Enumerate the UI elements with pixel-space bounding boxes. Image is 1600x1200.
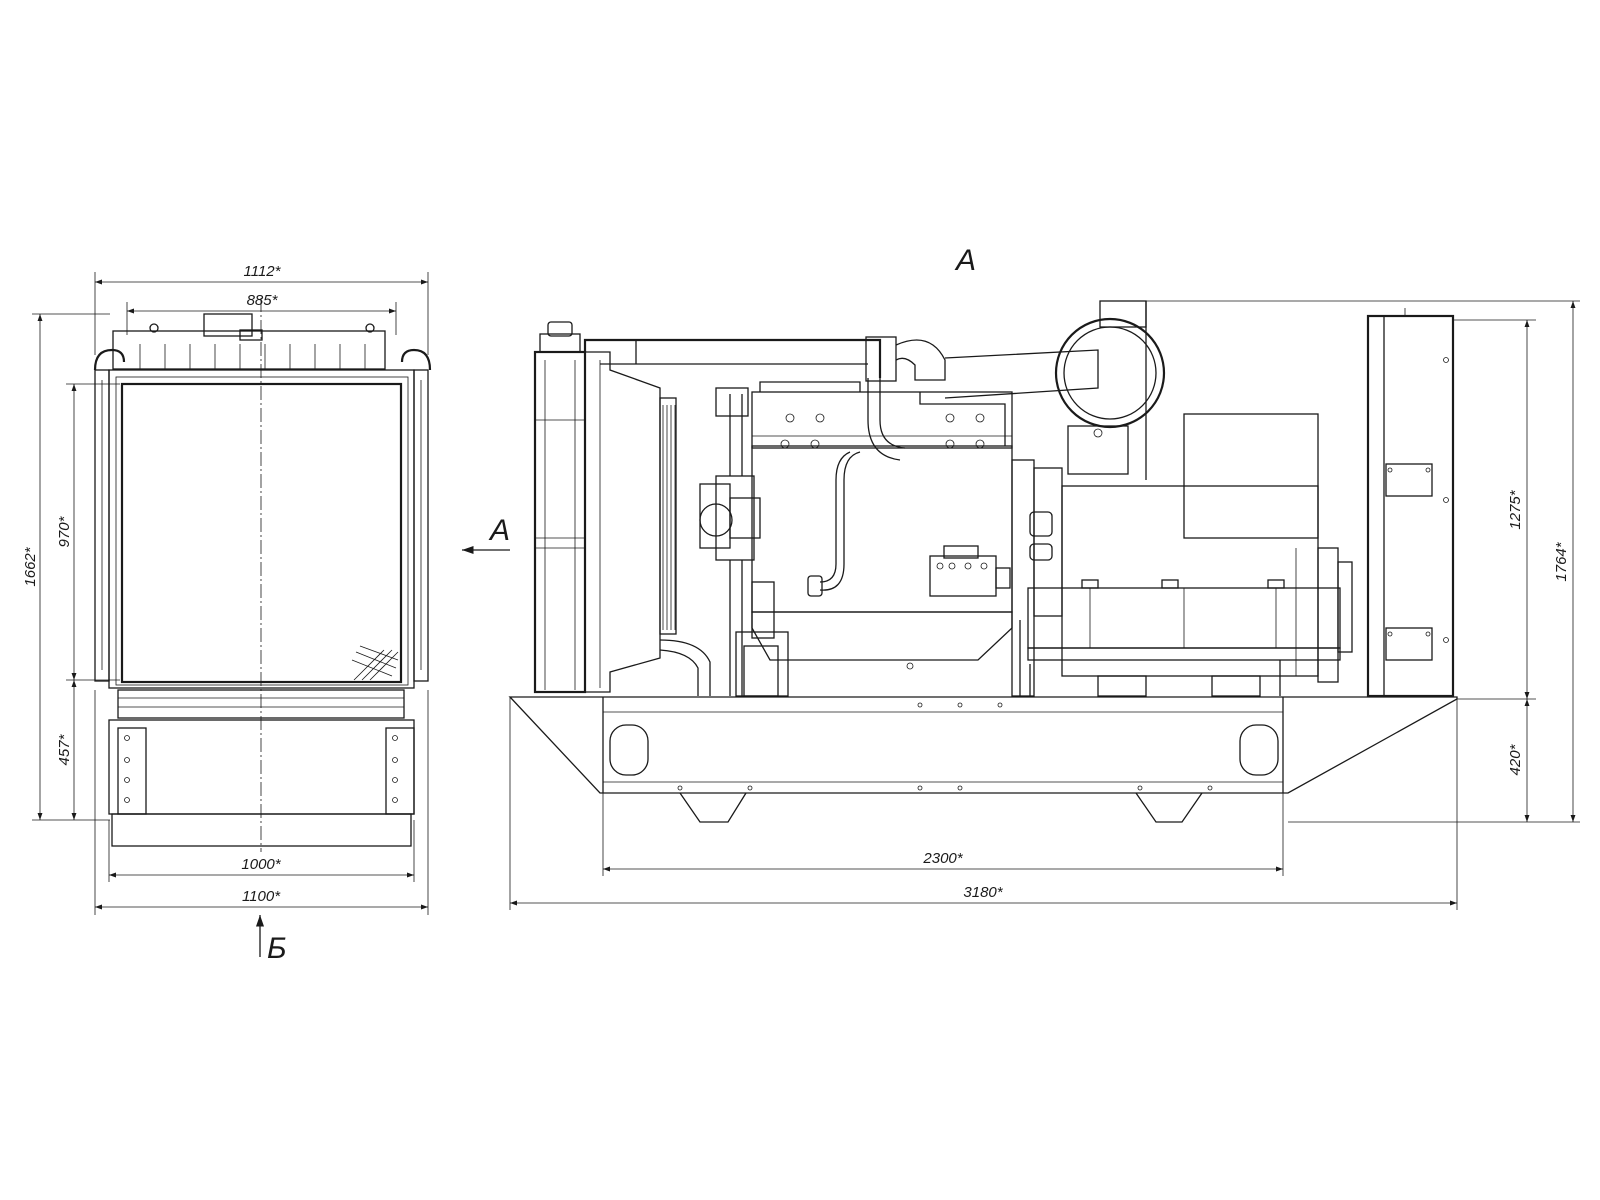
- top-ribs: [139, 344, 366, 369]
- front-dimensions: 1112* 885* 1662* 970* 457* 1000* 1100* Б: [22, 263, 429, 965]
- mesh: [351, 645, 399, 681]
- dim-front-height-radiator: 970*: [56, 515, 73, 547]
- dim-front-width-inner: 885*: [247, 292, 279, 309]
- fan-blades: [659, 397, 677, 635]
- view-label-b: Б: [267, 932, 287, 965]
- dim-side-height-total: 1764*: [1553, 541, 1570, 581]
- side-view: [508, 300, 1458, 823]
- skid-bolts: [677, 702, 1213, 791]
- view-label-a-top: А: [954, 244, 976, 277]
- dim-side-overall-length: 3180*: [963, 884, 1003, 901]
- dim-side-height-upper: 1275*: [1507, 489, 1524, 529]
- dim-front-height-total: 1662*: [22, 546, 39, 586]
- dim-front-width-outer: 1112*: [244, 263, 282, 280]
- side-dimensions: А А 2300* 3180* 1275* 420* 1764*: [462, 244, 1580, 910]
- dim-front-height-base: 457*: [56, 733, 73, 765]
- dim-front-overall-width: 1100*: [242, 888, 281, 905]
- view-label-a-side: А: [488, 514, 510, 547]
- front-view: [93, 298, 432, 852]
- dim-side-frame-length: 2300*: [922, 850, 963, 867]
- dim-front-base-width: 1000*: [241, 856, 281, 873]
- rocker-bolts: [780, 413, 985, 449]
- dim-side-height-base: 420*: [1507, 743, 1524, 775]
